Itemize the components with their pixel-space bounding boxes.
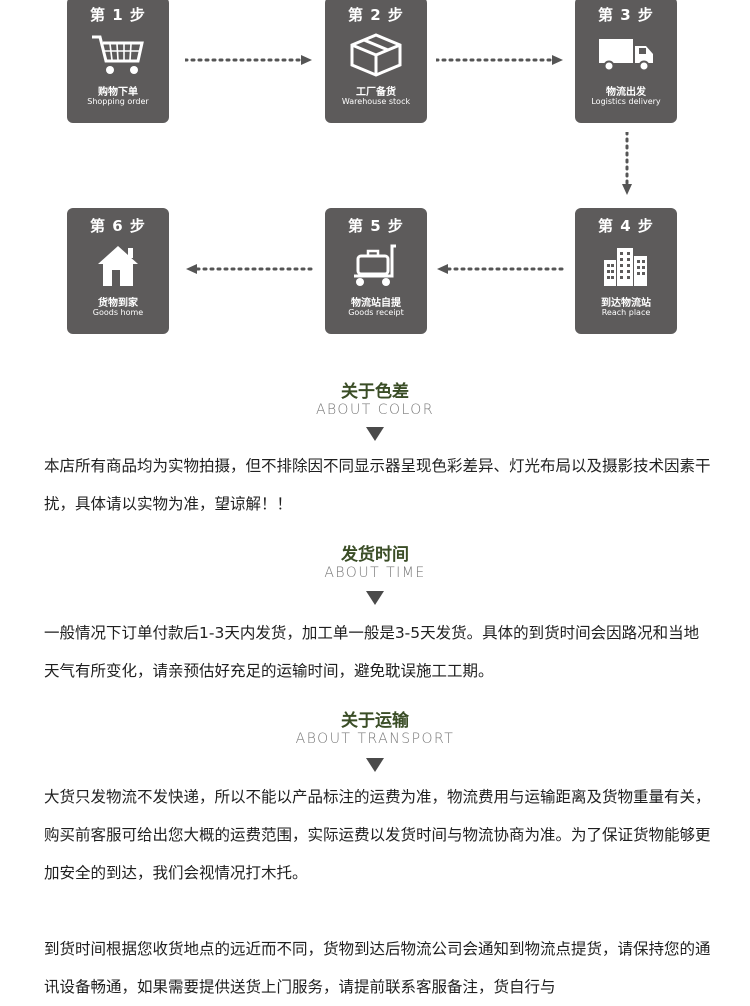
section-title-time: 发货时间 xyxy=(341,545,409,565)
step-number: 第 2 步 xyxy=(348,6,404,24)
down-triangle-icon xyxy=(366,591,384,605)
section-subtitle-time: ABOUT TIME xyxy=(324,565,426,581)
box-icon xyxy=(350,33,402,77)
buildings-icon xyxy=(604,248,647,286)
luggage-cart-icon xyxy=(354,244,396,286)
shopping-cart-icon xyxy=(92,35,144,74)
transport-paragraph-2: 到货时间根据您收货地点的远近而不同，货物到达后物流公司会通知到物流点提货，请保持… xyxy=(44,940,711,996)
step-title-en: Goods receipt xyxy=(348,308,404,317)
time-paragraph: 一般情况下订单付款后1-3天内发货，加工单一般是3-5天发货。具体的到货时间会因… xyxy=(44,624,700,680)
step-6-card: 第 6 步 货物到家 Goods home xyxy=(67,208,169,334)
step-title-en: Logistics delivery xyxy=(591,97,661,106)
step-title-cn: 物流站自提 xyxy=(351,298,401,309)
color-paragraph: 本店所有商品均为实物拍摄，但不排除因不同显示器呈现色彩差异、灯光布局以及摄影技术… xyxy=(44,457,711,513)
section-subtitle-color: ABOUT COLOR xyxy=(315,402,435,418)
step-title-cn: 到达物流站 xyxy=(601,298,651,309)
truck-icon xyxy=(599,39,653,72)
step-number: 第 1 步 xyxy=(90,6,146,24)
step-title-cn: 工厂备货 xyxy=(356,87,396,98)
arrow-right-icon xyxy=(436,55,563,65)
arrow-right-icon xyxy=(185,55,312,65)
arrow-left-icon xyxy=(437,264,564,274)
step-4-card: 第 4 步 到达物流站 Reach place xyxy=(575,208,677,334)
step-number: 第 6 步 xyxy=(90,217,146,235)
down-triangle-icon xyxy=(366,758,384,772)
step-title-en: Reach place xyxy=(601,308,651,317)
step-title-en: Goods home xyxy=(92,308,144,317)
step-title-cn: 购物下单 xyxy=(98,87,138,98)
arrow-left-icon xyxy=(186,264,313,274)
step-number: 第 4 步 xyxy=(598,217,654,235)
arrow-down-icon xyxy=(622,132,632,195)
down-triangle-icon xyxy=(366,427,384,441)
step-title-en: Shopping order xyxy=(87,97,149,106)
step-number: 第 5 步 xyxy=(348,217,404,235)
house-icon xyxy=(98,246,138,286)
step-title-en: Warehouse stock xyxy=(341,97,411,106)
step-1-card: 第 1 步 购物下单 Shopping order xyxy=(67,0,169,123)
step-number: 第 3 步 xyxy=(598,6,654,24)
step-5-card: 第 5 步 物流站自提 Goods receipt xyxy=(325,208,427,334)
step-title-cn: 货物到家 xyxy=(98,298,138,309)
transport-paragraph: 大货只发物流不发快递，所以不能以产品标注的运费为准，物流费用与运输距离及货物重量… xyxy=(44,788,711,882)
step-2-card: 第 2 步 工厂备货 Warehouse stock xyxy=(325,0,427,123)
section-title-color: 关于色差 xyxy=(341,382,409,402)
section-title-transport: 关于运输 xyxy=(341,711,409,731)
step-3-card: 第 3 步 物流出发 Logistics delivery xyxy=(575,0,677,123)
step-title-cn: 物流出发 xyxy=(606,87,646,98)
section-subtitle-transport: ABOUT TRANSPORT xyxy=(295,731,455,747)
